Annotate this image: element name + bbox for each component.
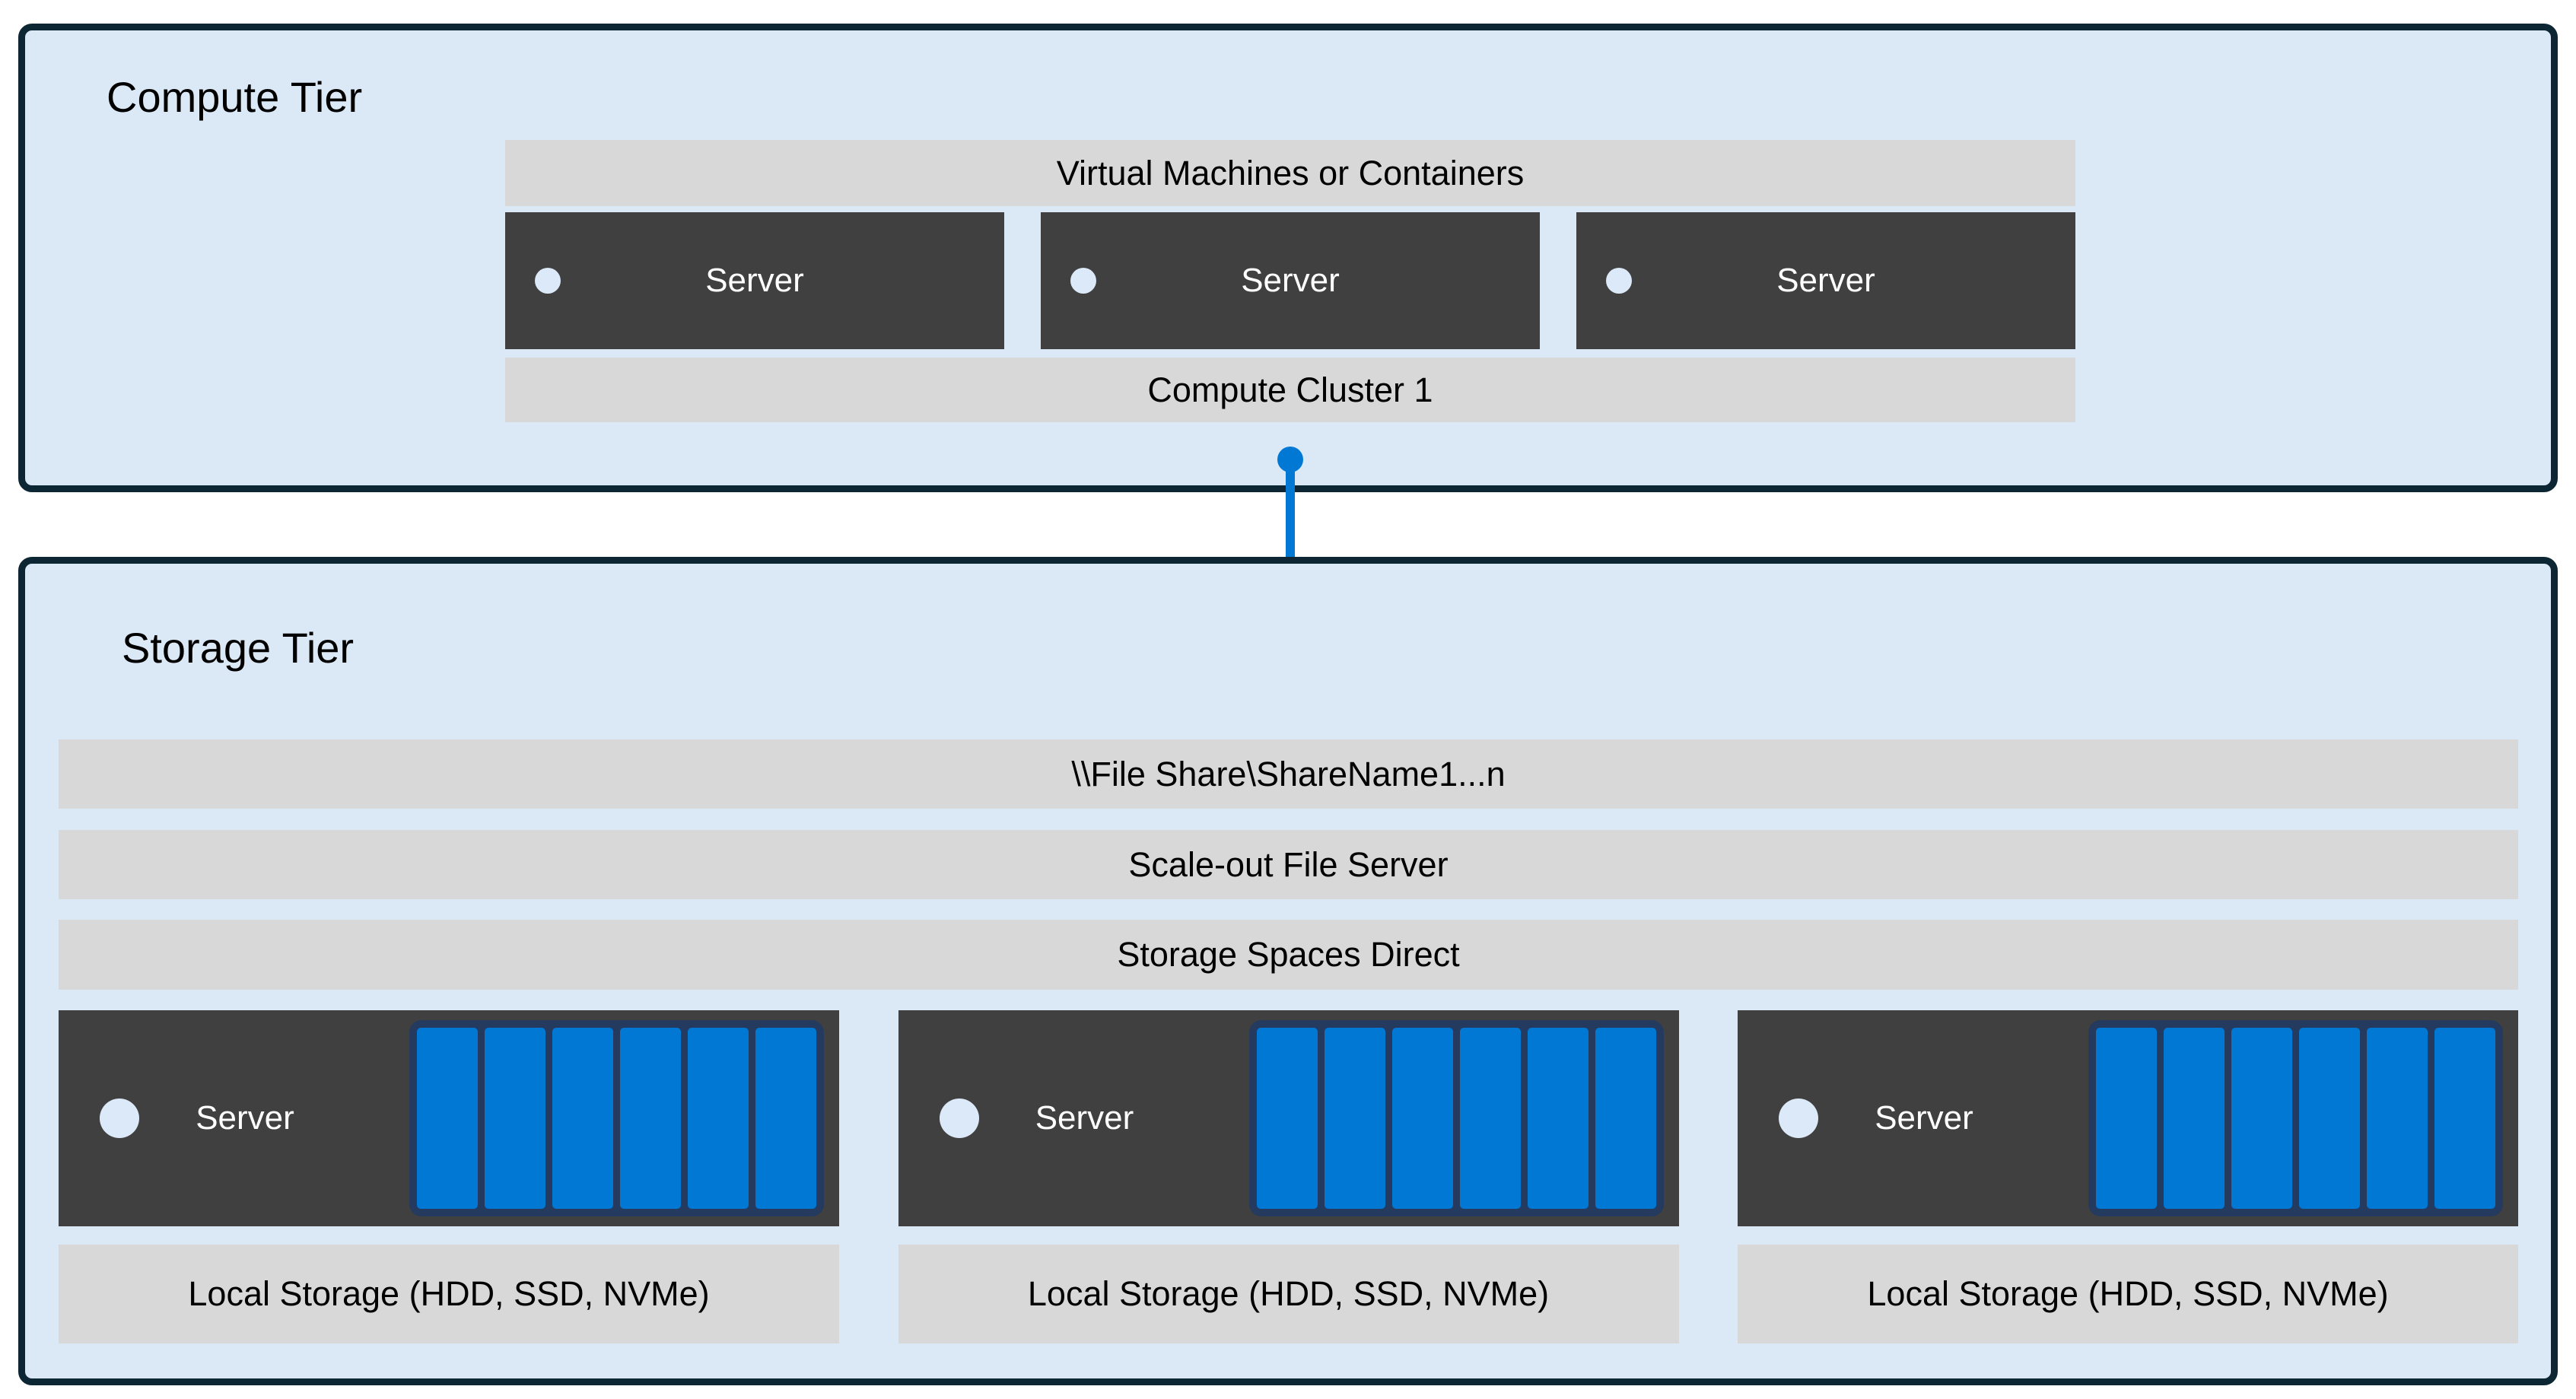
compute-server-1: Server xyxy=(505,212,1004,349)
storage-server-label: Server xyxy=(1035,1099,1134,1137)
drive-bar xyxy=(2434,1028,2495,1209)
drive-bar xyxy=(2231,1028,2292,1209)
storage-server-2: Server xyxy=(898,1010,1679,1226)
drive-bar xyxy=(485,1028,545,1209)
drive-bay-group xyxy=(1248,1020,1664,1216)
storage-server-1: Server xyxy=(59,1010,839,1226)
drive-bay-group xyxy=(409,1020,824,1216)
drive-bar xyxy=(2299,1028,2360,1209)
drive-bar xyxy=(1256,1028,1318,1209)
power-indicator-icon xyxy=(535,268,561,294)
vm-containers-bar: Virtual Machines or Containers xyxy=(505,140,2075,206)
local-storage-bar-2: Local Storage (HDD, SSD, NVMe) xyxy=(898,1245,1679,1343)
drive-bar xyxy=(1595,1028,1656,1209)
connector-endpoint-dot xyxy=(1277,447,1303,472)
storage-server-label: Server xyxy=(1875,1099,1973,1137)
power-indicator-icon xyxy=(939,1099,979,1138)
drive-bar xyxy=(755,1028,816,1209)
scale-out-file-server-bar: Scale-out File Server xyxy=(59,830,2518,899)
drive-bar xyxy=(1324,1028,1385,1209)
drive-bar xyxy=(1391,1028,1453,1209)
compute-server-label: Server xyxy=(705,262,804,299)
local-storage-bar-1: Local Storage (HDD, SSD, NVMe) xyxy=(59,1245,839,1343)
drive-bar xyxy=(2164,1028,2225,1209)
drive-bar xyxy=(1459,1028,1521,1209)
compute-cluster-bar: Compute Cluster 1 xyxy=(505,358,2075,422)
storage-spaces-direct-bar: Storage Spaces Direct xyxy=(59,920,2518,990)
drive-bar xyxy=(1527,1028,1589,1209)
storage-tier-title: Storage Tier xyxy=(122,624,355,672)
compute-server-row: Server Server Server xyxy=(505,212,2075,349)
compute-server-label: Server xyxy=(1776,262,1875,299)
local-storage-bar-3: Local Storage (HDD, SSD, NVMe) xyxy=(1738,1245,2518,1343)
storage-server-label: Server xyxy=(196,1099,294,1137)
power-indicator-icon xyxy=(1606,268,1632,294)
drive-bar xyxy=(2096,1028,2157,1209)
storage-server-row: Server Server xyxy=(59,1010,2518,1226)
storage-tier-box: Storage Tier \\File Share\ShareName1...n… xyxy=(18,557,2558,1385)
power-indicator-icon xyxy=(1070,268,1096,294)
drive-bar xyxy=(2367,1028,2428,1209)
drive-bar xyxy=(688,1028,749,1209)
compute-server-label: Server xyxy=(1241,262,1340,299)
power-indicator-icon xyxy=(100,1099,139,1138)
drive-bar xyxy=(552,1028,613,1209)
compute-server-3: Server xyxy=(1576,212,2075,349)
drive-bar xyxy=(417,1028,478,1209)
file-share-bar: \\File Share\ShareName1...n xyxy=(59,739,2518,809)
power-indicator-icon xyxy=(1779,1099,1818,1138)
compute-tier-title: Compute Tier xyxy=(107,73,363,121)
storage-server-3: Server xyxy=(1738,1010,2518,1226)
drive-bar xyxy=(620,1028,681,1209)
compute-server-2: Server xyxy=(1041,212,1540,349)
compute-tier-box: Compute Tier Virtual Machines or Contain… xyxy=(18,24,2558,492)
local-storage-row: Local Storage (HDD, SSD, NVMe) Local Sto… xyxy=(59,1245,2518,1343)
drive-bay-group xyxy=(2088,1020,2503,1216)
